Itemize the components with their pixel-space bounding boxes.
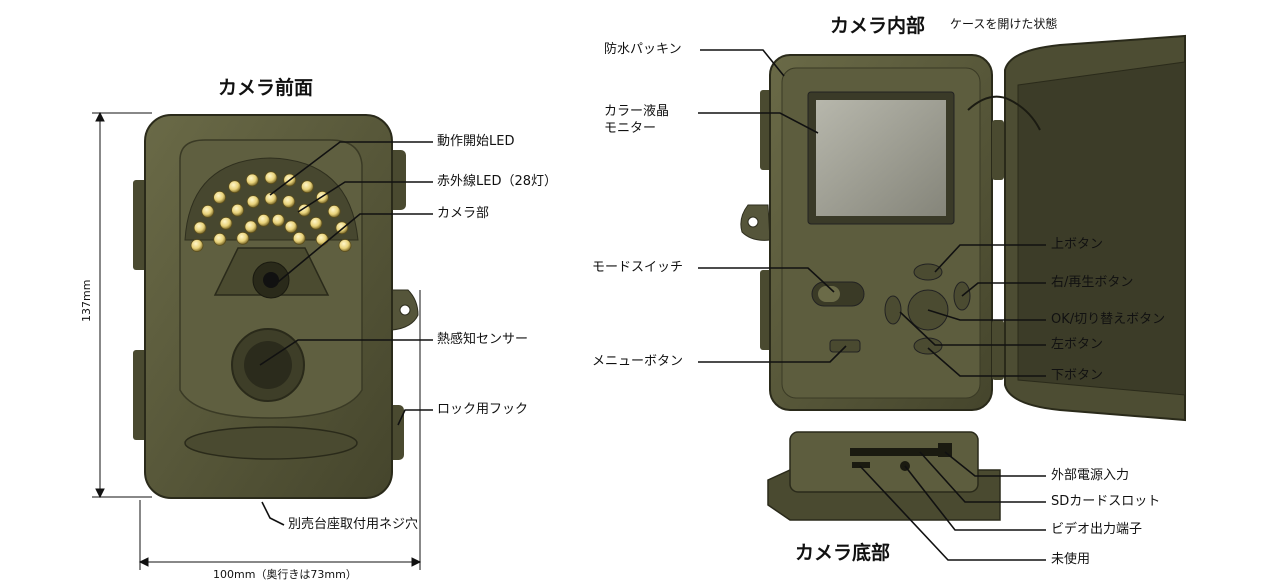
ir-led [190, 239, 204, 252]
ir-led [271, 213, 285, 227]
ir-led [292, 231, 306, 245]
ir-led [228, 180, 242, 194]
label-pir-sensor: 熱感知センサー [437, 332, 529, 347]
ir-led [201, 204, 215, 218]
label-down-button: 下ボタン [1051, 368, 1104, 383]
label-camera-unit: カメラ部 [437, 206, 490, 221]
label-left-button: 左ボタン [1051, 337, 1104, 352]
ir-led [193, 221, 207, 235]
front-title: カメラ前面 [218, 77, 314, 99]
label-gasket: 防水パッキン [604, 42, 682, 57]
bottom-camera-body [767, 431, 1001, 521]
ir-led [244, 220, 258, 234]
dimension-width: 100mm（奥行きは73mm） [213, 568, 357, 581]
label-mount-hole: 別売台座取付用ネジ穴 [288, 517, 419, 532]
label-activity-led: 動作開始LED [437, 134, 515, 149]
label-ok-button: OK/切り替えボタン [1051, 312, 1166, 327]
label-lock-hook: ロック用フック [437, 402, 529, 417]
ir-led [231, 203, 245, 217]
ir-led [309, 216, 323, 230]
leader-lines [259, 49, 1046, 561]
ir-led [264, 192, 278, 206]
ir-led-array [190, 171, 352, 252]
inside-note: ケースを開けた状態 [950, 17, 1058, 31]
inside-title: カメラ内部 [830, 15, 926, 37]
dimension-lines [92, 111, 422, 570]
ir-led [300, 180, 314, 194]
ir-led [219, 216, 233, 230]
ir-led [327, 204, 341, 218]
ir-led [315, 232, 329, 246]
label-ir-led: 赤外線LED（28灯） [437, 174, 558, 189]
label-dc-in: 外部電源入力 [1051, 468, 1130, 483]
dimension-height: 137mm [80, 279, 93, 322]
front-camera-body [133, 114, 419, 499]
label-menu-button: メニューボタン [592, 354, 684, 369]
ir-led [213, 190, 227, 204]
ir-led [246, 195, 260, 209]
ir-led [257, 213, 271, 227]
ir-led [236, 231, 250, 245]
label-lcd-line2: モニター [604, 121, 657, 136]
ir-led [213, 232, 227, 246]
label-lcd-line1: カラー液晶 [604, 104, 670, 119]
label-video-out: ビデオ出力端子 [1051, 522, 1143, 537]
label-sd-slot: SDカードスロット [1051, 494, 1161, 509]
label-right-play-button: 右/再生ボタン [1051, 275, 1134, 290]
ir-led [297, 203, 311, 217]
ir-led [338, 239, 352, 252]
label-up-button: 上ボタン [1051, 237, 1104, 252]
bottom-title: カメラ底部 [795, 542, 891, 564]
ir-led [245, 173, 259, 187]
label-mode-switch: モードスイッチ [592, 260, 684, 275]
ir-led [282, 195, 296, 209]
ir-led [264, 171, 278, 185]
ir-led [284, 220, 298, 234]
label-unused-port: 未使用 [1051, 552, 1091, 567]
